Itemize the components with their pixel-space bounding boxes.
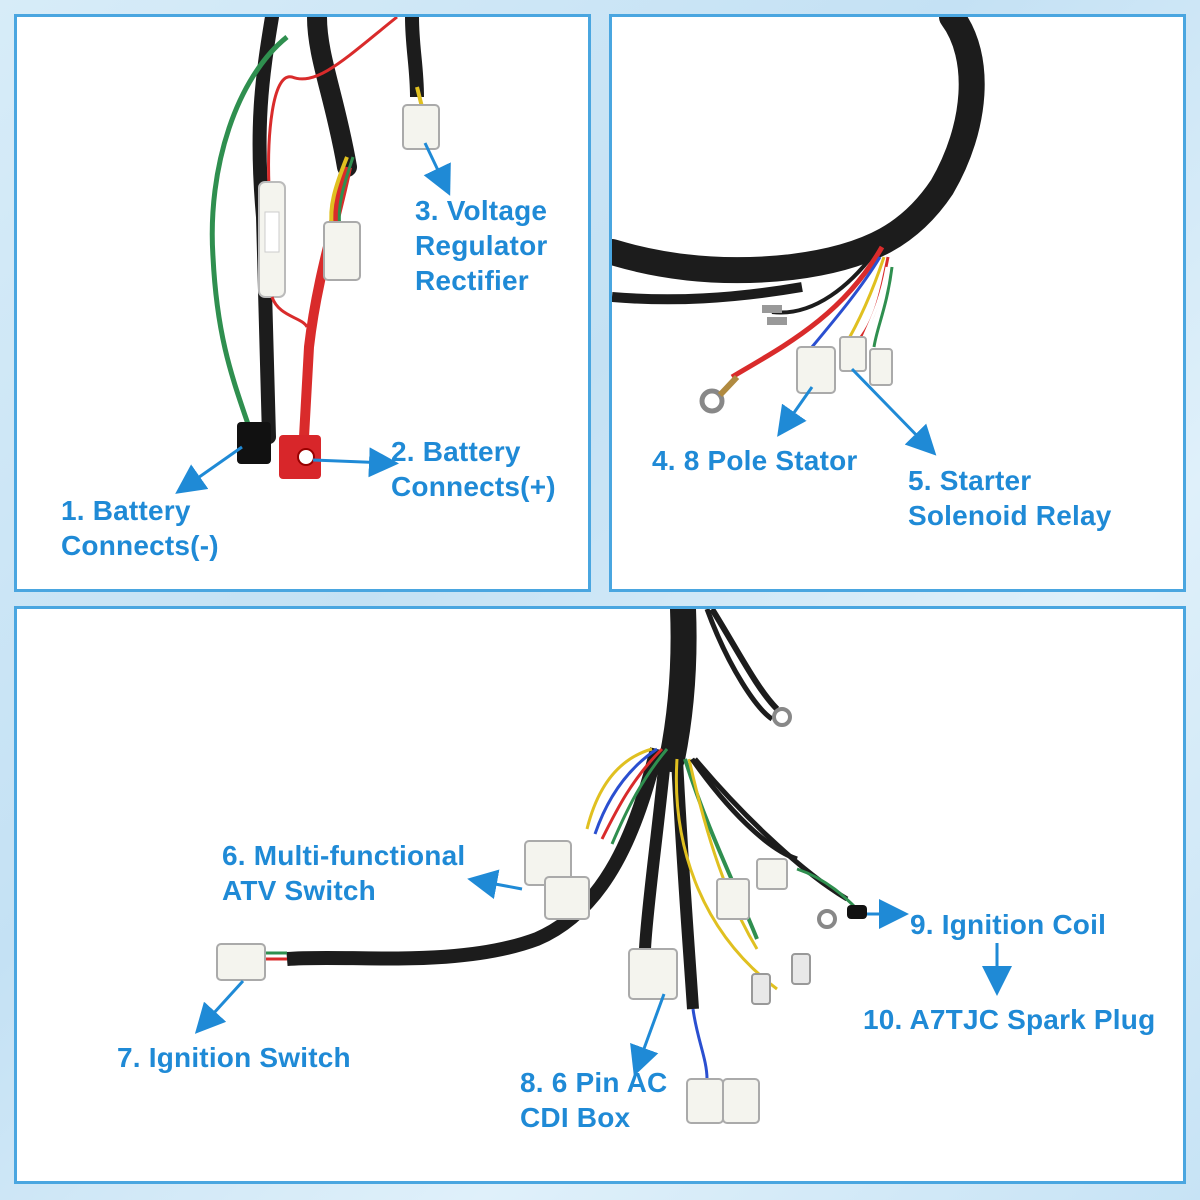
label-line: 5. Starter — [908, 465, 1032, 496]
arrow-ignition-switch — [194, 979, 245, 1034]
label-cdi-box: 8. 6 Pin AC CDI Box — [520, 1065, 667, 1135]
panel-battery-regulator: 1. Battery Connects(-) 2. Battery Connec… — [14, 14, 591, 592]
arrow-regulator — [423, 142, 451, 196]
label-line: 8. 6 Pin AC — [520, 1067, 668, 1098]
label-ignition-coil: 9. Ignition Coil — [910, 907, 1106, 942]
negative-terminal — [237, 422, 271, 464]
label-line: ATV Switch — [222, 875, 376, 906]
label-battery-negative: 1. Battery Connects(-) — [61, 493, 219, 563]
arrow-atv-switch — [467, 869, 523, 900]
label-line: 2. Battery — [391, 436, 521, 467]
label-spark-plug: 10. A7TJC Spark Plug — [863, 1002, 1155, 1037]
label-line: 9. Ignition Coil — [910, 909, 1107, 940]
label-line: 7. Ignition Switch — [117, 1042, 351, 1073]
label-ignition-switch: 7. Ignition Switch — [117, 1040, 351, 1075]
label-line: 4. 8 Pole Stator — [652, 445, 858, 476]
arrow-solenoid-relay — [850, 367, 937, 456]
arrow-battery-positive — [312, 447, 399, 478]
harness-illustration-top-left — [175, 17, 451, 494]
label-line: 1. Battery — [61, 495, 191, 526]
label-starter-relay: 5. Starter Solenoid Relay — [908, 463, 1112, 533]
label-voltage-regulator: 3. Voltage Regulator Rectifier — [415, 193, 547, 298]
arrow-battery-negative — [175, 445, 243, 494]
arrow-cdi-box — [630, 993, 666, 1077]
label-atv-switch: 6. Multi-functional ATV Switch — [222, 838, 465, 908]
arrow-stator — [777, 386, 814, 437]
label-line: Rectifier — [415, 265, 529, 296]
label-stator: 4. 8 Pole Stator — [652, 443, 858, 478]
harness-illustration-top-right — [612, 17, 985, 456]
label-line: Solenoid Relay — [908, 500, 1112, 531]
label-line: CDI Box — [520, 1102, 631, 1133]
label-line: Regulator — [415, 230, 548, 261]
label-line: 6. Multi-functional — [222, 840, 466, 871]
panel-stator-relay: 4. 8 Pole Stator 5. Starter Solenoid Rel… — [609, 14, 1186, 592]
label-line: Connects(-) — [61, 530, 219, 561]
label-line: 10. A7TJC Spark Plug — [863, 1004, 1156, 1035]
label-battery-positive: 2. Battery Connects(+) — [391, 434, 556, 504]
label-line: 3. Voltage — [415, 195, 548, 226]
panel-ignition-components: 6. Multi-functional ATV Switch 7. Igniti… — [14, 606, 1186, 1184]
harness-illustration-bottom — [194, 609, 1012, 1124]
label-line: Connects(+) — [391, 471, 556, 502]
